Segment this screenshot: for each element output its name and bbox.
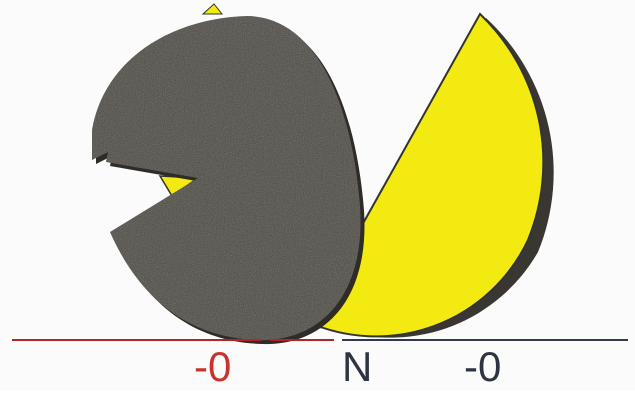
yellow-tip	[201, 3, 224, 15]
dark-disk-grain	[92, 16, 361, 341]
dark-disk	[92, 16, 365, 345]
label-n: N	[342, 343, 373, 390]
yellow-sector	[306, 12, 554, 338]
label-left-minus-zero: -0	[194, 343, 232, 390]
yellow-sector-fill	[306, 12, 545, 338]
label-right-minus-zero: -0	[464, 343, 502, 390]
